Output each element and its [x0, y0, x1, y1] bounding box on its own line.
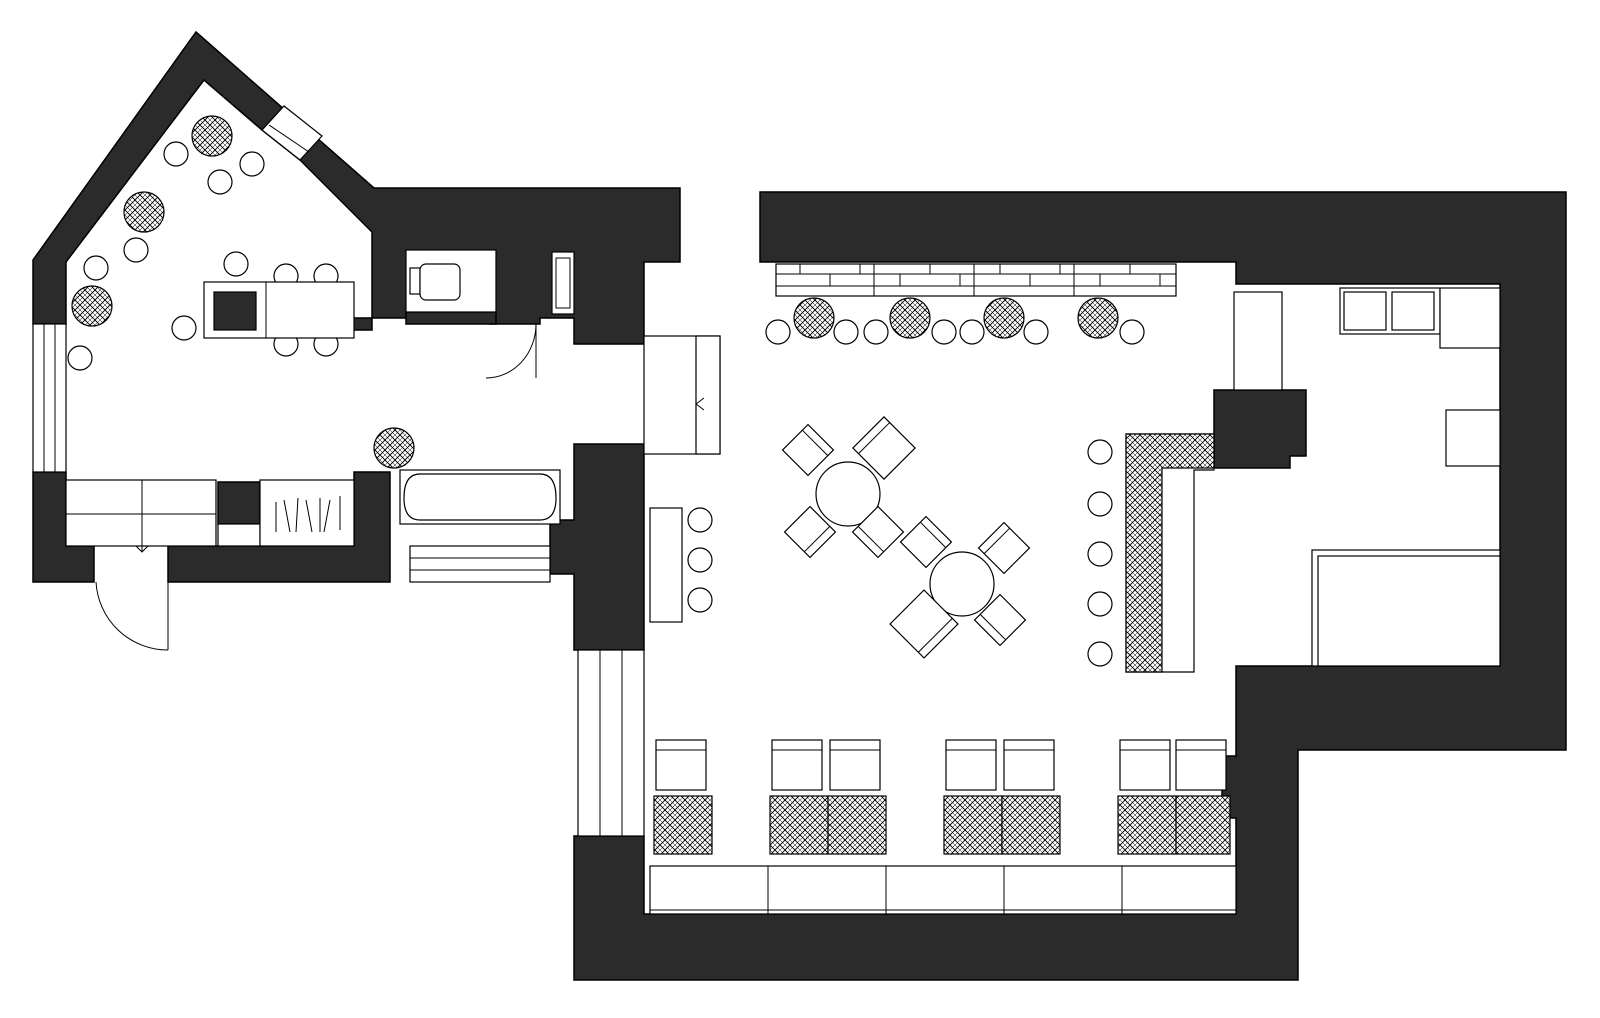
table-group-1	[781, 416, 916, 559]
armchair	[889, 589, 959, 659]
wall-pillar-center	[549, 443, 645, 651]
door-toilet	[485, 323, 537, 379]
armchair	[781, 423, 835, 477]
window-left	[32, 323, 67, 473]
wall-small-block	[217, 481, 261, 525]
door-entrance	[95, 581, 169, 651]
planter-icon	[191, 115, 233, 157]
window-lower	[409, 545, 551, 583]
round-table	[815, 461, 881, 527]
left-room	[65, 115, 575, 553]
planter-icon	[983, 297, 1025, 339]
armchair	[899, 515, 953, 569]
shelving-left	[65, 479, 217, 553]
door-passage	[643, 335, 721, 455]
sofa-right	[1311, 549, 1501, 667]
armchair	[973, 593, 1027, 647]
bench-bottom	[649, 865, 1237, 915]
wall-toilet-bottom	[405, 311, 497, 325]
planter-icon	[71, 285, 113, 327]
planter-icon	[889, 297, 931, 339]
wall-right-room	[573, 191, 1567, 981]
table-group-2	[889, 515, 1031, 659]
armchair	[852, 416, 916, 480]
stools-top	[765, 319, 1145, 345]
cabinet-lower	[217, 479, 355, 547]
toilet-icon	[409, 263, 461, 301]
bar-counter	[1125, 433, 1215, 673]
corridor-seating	[649, 507, 713, 623]
doors	[95, 323, 721, 651]
planter-icon	[373, 427, 415, 469]
bench-corridor	[649, 507, 683, 623]
booth-chairs	[655, 739, 1227, 791]
bathtub-icon	[399, 469, 561, 525]
planter-icon	[793, 297, 835, 339]
round-table	[929, 551, 995, 617]
planter-icon	[1077, 297, 1119, 339]
wall-column	[1213, 389, 1307, 469]
window-pentagon	[261, 105, 323, 161]
sink-icon	[551, 251, 575, 315]
table-center-block	[213, 291, 257, 331]
kitchen	[1233, 287, 1501, 467]
armchair	[851, 505, 905, 559]
bar-stools	[1087, 439, 1113, 667]
windows	[32, 105, 645, 837]
planter-icon	[123, 191, 165, 233]
booth-cushions	[653, 795, 1231, 855]
right-room	[649, 263, 1501, 915]
armchair	[977, 521, 1031, 575]
shelving-top	[775, 263, 1177, 297]
armchair	[783, 505, 837, 559]
wall-pentagon-outer	[32, 30, 681, 345]
walls	[32, 30, 1567, 981]
window-right-vertical	[577, 649, 645, 837]
